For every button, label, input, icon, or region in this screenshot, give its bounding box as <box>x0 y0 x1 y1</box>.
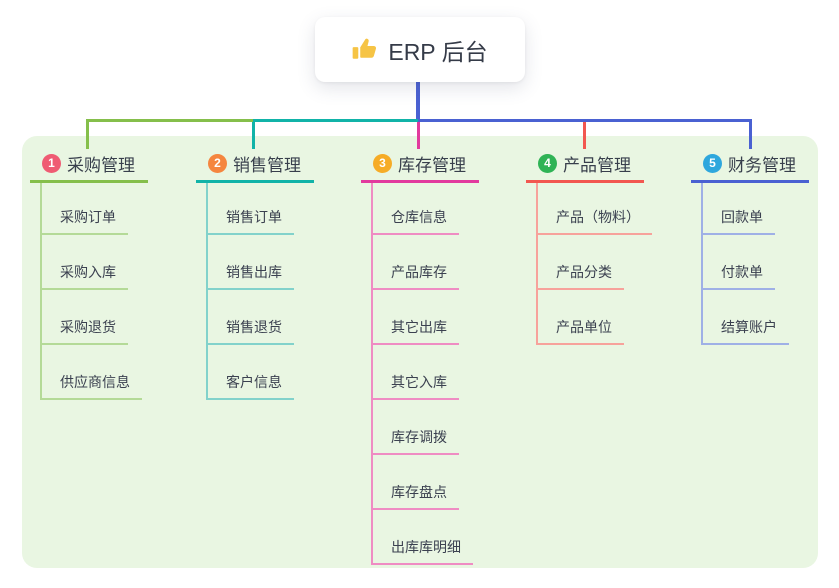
child-node[interactable]: 客户信息 <box>208 345 294 400</box>
number-badge-5: 5 <box>703 154 722 173</box>
trunk-line <box>416 82 420 120</box>
children-group-5: 回款单付款单结算账户 <box>701 183 789 345</box>
topic-node-4[interactable]: 4 产品管理 <box>526 148 644 183</box>
number-badge-1: 1 <box>42 154 61 173</box>
topic-node-2[interactable]: 2 销售管理 <box>196 148 314 183</box>
child-node[interactable]: 库存盘点 <box>373 455 459 510</box>
child-label: 产品单位 <box>556 319 612 335</box>
child-label: 销售退货 <box>226 319 282 335</box>
child-node[interactable]: 销售退货 <box>208 290 294 345</box>
rail-segment-blue <box>418 119 752 122</box>
child-label: 采购退货 <box>60 319 116 335</box>
topic-label: 产品管理 <box>563 156 631 175</box>
child-label: 采购入库 <box>60 264 116 280</box>
child-label: 回款单 <box>721 209 763 225</box>
child-node[interactable]: 采购订单 <box>42 183 128 235</box>
child-node[interactable]: 销售出库 <box>208 235 294 290</box>
child-node[interactable]: 采购入库 <box>42 235 128 290</box>
child-node[interactable]: 付款单 <box>703 235 775 290</box>
child-label: 采购订单 <box>60 209 116 225</box>
number-badge-3: 3 <box>373 154 392 173</box>
child-label: 产品库存 <box>391 264 447 280</box>
child-label: 产品（物料） <box>556 209 640 225</box>
child-label: 仓库信息 <box>391 209 447 225</box>
child-label: 出库库明细 <box>391 539 461 555</box>
branch-1: 1 采购管理采购订单采购入库采购退货供应商信息 <box>30 148 148 400</box>
child-label: 客户信息 <box>226 374 282 390</box>
children-group-2: 销售订单销售出库销售退货客户信息 <box>206 183 294 400</box>
child-label: 产品分类 <box>556 264 612 280</box>
child-label: 其它入库 <box>391 374 447 390</box>
root-node[interactable]: ERP 后台 <box>315 17 525 82</box>
child-node[interactable]: 产品单位 <box>538 290 624 345</box>
child-node[interactable]: 采购退货 <box>42 290 128 345</box>
root-label: ERP 后台 <box>388 38 488 65</box>
child-node[interactable]: 结算账户 <box>703 290 789 345</box>
topic-node-5[interactable]: 5 财务管理 <box>691 148 809 183</box>
branch-4: 4 产品管理产品（物料） 产品分类产品单位 <box>526 148 652 345</box>
topic-label: 库存管理 <box>398 156 466 175</box>
child-label: 库存盘点 <box>391 484 447 500</box>
branch-3: 3 库存管理仓库信息产品库存其它出库其它入库库存调拨库存盘点出库库明细 <box>361 148 479 565</box>
drop-line-2 <box>252 122 255 149</box>
thumbs-up-icon <box>352 37 378 63</box>
number-badge-2: 2 <box>208 154 227 173</box>
child-node[interactable]: 出库库明细 <box>373 510 473 565</box>
drop-line-1 <box>86 119 89 149</box>
topic-node-1[interactable]: 1 采购管理 <box>30 148 148 183</box>
topic-label: 采购管理 <box>67 156 135 175</box>
child-label: 付款单 <box>721 264 763 280</box>
child-label: 销售订单 <box>226 209 282 225</box>
child-label: 销售出库 <box>226 264 282 280</box>
child-label: 供应商信息 <box>60 374 130 390</box>
child-node[interactable]: 产品（物料） <box>538 183 652 235</box>
children-group-4: 产品（物料） 产品分类产品单位 <box>536 183 652 345</box>
drop-line-5 <box>749 119 752 149</box>
number-badge-4: 4 <box>538 154 557 173</box>
branches-panel <box>22 136 818 568</box>
branch-2: 2 销售管理销售订单销售出库销售退货客户信息 <box>196 148 314 400</box>
child-node[interactable]: 仓库信息 <box>373 183 459 235</box>
children-group-1: 采购订单采购入库采购退货供应商信息 <box>40 183 142 400</box>
child-node[interactable]: 产品库存 <box>373 235 459 290</box>
topic-label: 销售管理 <box>233 156 301 175</box>
branch-5: 5 财务管理回款单付款单结算账户 <box>691 148 809 345</box>
drop-line-4 <box>583 122 586 149</box>
child-node[interactable]: 回款单 <box>703 183 775 235</box>
children-group-3: 仓库信息产品库存其它出库其它入库库存调拨库存盘点出库库明细 <box>371 183 473 565</box>
child-node[interactable]: 其它入库 <box>373 345 459 400</box>
child-node[interactable]: 库存调拨 <box>373 400 459 455</box>
child-label: 其它出库 <box>391 319 447 335</box>
child-label: 库存调拨 <box>391 429 447 445</box>
child-label: 结算账户 <box>721 319 777 335</box>
topic-label: 财务管理 <box>728 156 796 175</box>
child-node[interactable]: 产品分类 <box>538 235 624 290</box>
child-node[interactable]: 销售订单 <box>208 183 294 235</box>
rail-segment-green <box>87 119 253 122</box>
rail-segment-teal <box>253 119 418 122</box>
topic-node-3[interactable]: 3 库存管理 <box>361 148 479 183</box>
drop-line-3 <box>417 122 420 149</box>
child-node[interactable]: 供应商信息 <box>42 345 142 400</box>
child-node[interactable]: 其它出库 <box>373 290 459 345</box>
